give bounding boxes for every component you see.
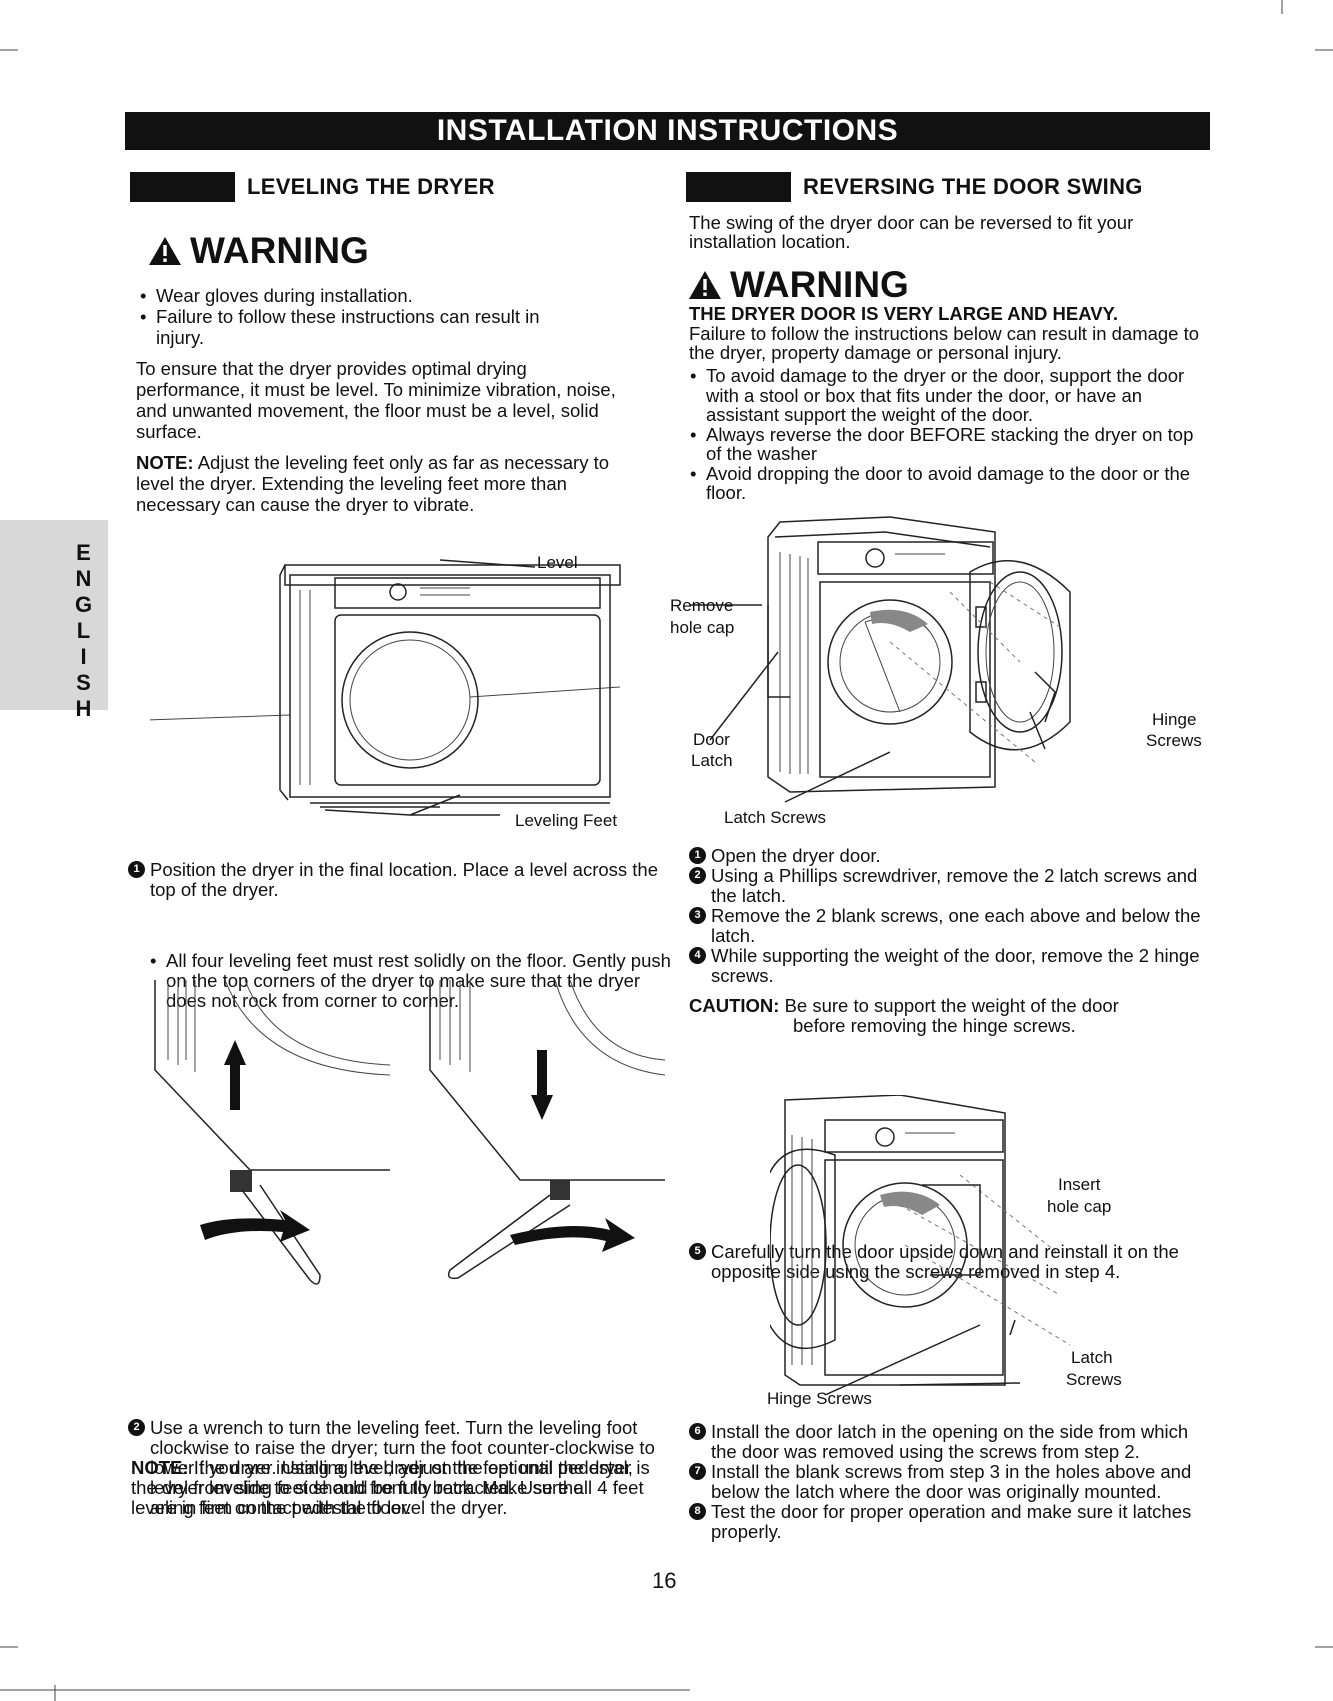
hinge-screws-label-1: Hinge: [1152, 710, 1197, 729]
door-step-1: 1 Open the dryer door.: [689, 846, 1209, 866]
list-item: To avoid damage to the dryer or the door…: [688, 366, 1213, 425]
leveling-intro: To ensure that the dryer provides optima…: [136, 358, 616, 442]
left-warning-label: WARNING: [190, 230, 369, 271]
insert-cap-label-2: hole cap: [1047, 1197, 1112, 1216]
step-number: 6: [689, 1423, 706, 1440]
fig-feet-label: Leveling Feet: [515, 811, 618, 830]
step-text: Install the door latch in the opening on…: [711, 1421, 1189, 1462]
insert-cap-label-1: Insert: [1058, 1175, 1101, 1194]
step-text: Using a Phillips screwdriver, remove the…: [711, 865, 1198, 906]
left-warning-bullets: Wear gloves during installation. Failure…: [138, 285, 588, 348]
door-latch-label-2: Latch: [691, 751, 733, 770]
door-step-4: 4 While supporting the weight of the door…: [689, 946, 1209, 986]
leveling-note-2: NOTE: If you are installing the dryer on…: [131, 1458, 651, 1518]
step-text: Open the dryer door.: [711, 845, 881, 866]
note-text: Adjust the leveling feet only as far as …: [136, 452, 610, 515]
door-step-7: 7 Install the blank screws from step 3 in…: [689, 1462, 1214, 1502]
right-warning-label: WARNING: [730, 264, 909, 305]
step-number: 2: [689, 867, 706, 884]
step-number: 2: [128, 1419, 145, 1436]
latch-screws-label-1: Latch: [1071, 1348, 1113, 1367]
left-warning-title: WARNING: [148, 230, 369, 272]
door-steps-1-4: 1 Open the dryer door. 2 Using a Phillips …: [689, 846, 1209, 986]
note-text: If you are installing the dryer on the o…: [131, 1457, 633, 1518]
caution-text-2: before removing the hinge screws.: [793, 1015, 1076, 1036]
leveling-dryer-illustration: [150, 564, 621, 816]
right-warning-text: Failure to follow the instructions below…: [689, 323, 1200, 363]
step-number: 1: [128, 861, 145, 878]
step-number: 4: [689, 947, 706, 964]
list-item: Failure to follow these instructions can…: [138, 306, 556, 348]
step-text: Use a wrench to turn the leveling feet. …: [150, 1417, 655, 1518]
remove-cap-label-1: Remove: [670, 596, 734, 615]
hinge-screws-label: Hinge Screws: [767, 1389, 872, 1408]
door-latch-label-1: Door: [693, 730, 730, 749]
leveling-heading: LEVELING THE DRYER: [130, 172, 495, 202]
hinge-screws-label-2: Screws: [1146, 731, 1202, 750]
step-text: Install the blank screws from step 3 in …: [711, 1461, 1192, 1502]
latch-screws-label-2: Screws: [1066, 1370, 1122, 1389]
fig-level-label: Level: [537, 553, 578, 572]
language-tab: [0, 520, 108, 710]
bullet-dot: •: [150, 950, 157, 971]
leveling-step-1-sub: • All four leveling feet must rest solid…: [148, 951, 681, 1011]
page-banner: INSTALLATION INSTRUCTIONS: [125, 112, 1210, 150]
note-label: NOTE:: [131, 1457, 189, 1478]
leveling-step-2: 2 Use a wrench to turn the leveling feet…: [128, 1418, 670, 1518]
leveling-heading-text: LEVELING THE DRYER: [247, 174, 495, 199]
leveling-step-1: 1 Position the dryer in the final locati…: [128, 860, 670, 900]
heading-bar: [686, 172, 791, 202]
step-text: Carefully turn the door upside down and …: [711, 1241, 1179, 1282]
list-item: Avoid dropping the door to avoid damage …: [688, 463, 1213, 503]
step-text: Remove the 2 blank screws, one each abov…: [711, 905, 1201, 946]
door-step-3: 3 Remove the 2 blank screws, one each abo…: [689, 906, 1209, 946]
right-warning-title: WARNING: [688, 264, 909, 306]
list-item: Wear gloves during installation.: [138, 285, 588, 306]
step-text: Position the dryer in the final location…: [150, 859, 659, 900]
door-removal-illustration: [690, 516, 1071, 803]
warning-triangle-icon: [689, 271, 721, 299]
door-swing-intro: The swing of the dryer door can be rever…: [689, 212, 1134, 252]
door-step-2: 2 Using a Phillips screwdriver, remove th…: [689, 866, 1209, 906]
list-item: Always reverse the door BEFORE stacking …: [688, 424, 1213, 464]
step-number: 1: [689, 847, 706, 864]
latch-screws-label: Latch Screws: [724, 808, 827, 827]
step-number: 5: [689, 1243, 706, 1260]
page-number: 16: [652, 1568, 677, 1593]
language-tab-label: ENGLISH: [71, 540, 96, 722]
caution-text-1: Be sure to support the weight of the doo…: [784, 995, 1119, 1016]
step-number: 3: [689, 907, 706, 924]
door-reinstall-illustration: [770, 1095, 1071, 1395]
step-text: All four leveling feet must rest solidly…: [166, 950, 671, 1011]
caution-block: CAUTION: Be sure to support the weight o…: [689, 996, 1209, 1036]
warning-triangle-icon: [149, 237, 181, 265]
door-swing-heading-text: REVERSING THE DOOR SWING: [803, 174, 1143, 199]
step-text: While supporting the weight of the door,…: [711, 945, 1200, 986]
door-swing-heading: REVERSING THE DOOR SWING: [686, 172, 1143, 202]
heading-bar: [130, 172, 235, 202]
leveling-note-1: NOTE: Adjust the leveling feet only as f…: [136, 452, 641, 515]
caution-label: CAUTION:: [689, 995, 780, 1016]
level-leader-line: [440, 559, 536, 568]
note-label: NOTE:: [136, 452, 194, 473]
door-steps-6-8: 6 Install the door latch in the opening o…: [689, 1422, 1214, 1542]
right-warning-bullets: To avoid damage to the dryer or the door…: [688, 366, 1213, 503]
door-step-8: 8 Test the door for proper operation and …: [689, 1502, 1214, 1542]
step-number: 7: [689, 1463, 706, 1480]
wrench-feet-illustration: [154, 980, 665, 1285]
door-step-6: 6 Install the door latch in the opening o…: [689, 1422, 1214, 1462]
warning-subtitle: THE DRYER DOOR IS VERY LARGE AND HEAVY.: [689, 303, 1118, 324]
door-step-5: 5 Carefully turn the door upside down an…: [689, 1242, 1231, 1282]
step-text: Test the door for proper operation and m…: [711, 1501, 1192, 1542]
step-number: 8: [689, 1503, 706, 1520]
remove-cap-label-2: hole cap: [670, 618, 735, 637]
